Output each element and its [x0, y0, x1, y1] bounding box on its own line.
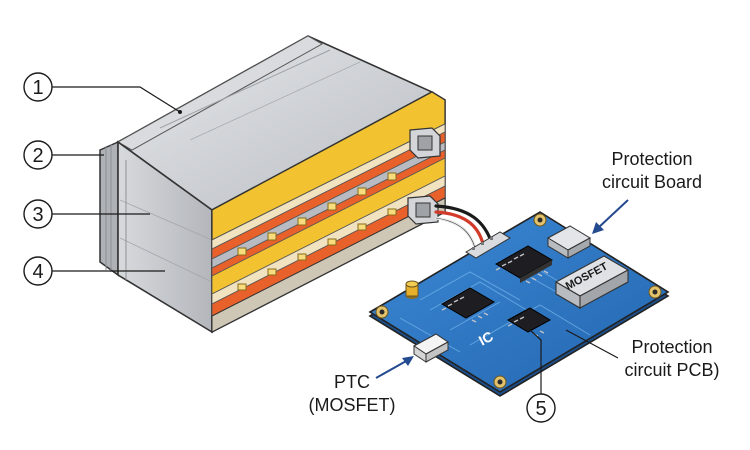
label-ptc: PTC (MOSFET) — [309, 356, 414, 415]
ic-chip-middle — [441, 287, 495, 323]
ptc-connector — [413, 333, 449, 363]
battery-pouch — [99, 35, 434, 334]
protection-board-line1: Protection — [611, 149, 692, 169]
callout-2: 2 — [23, 140, 104, 170]
label-protection-pcb: Protection circuit PCB) — [565, 329, 720, 380]
protection-board-line2: circuit Board — [602, 172, 702, 192]
callout-5: 5 — [526, 329, 556, 423]
callout-2-number: 2 — [32, 145, 43, 167]
battery-terminals — [407, 127, 441, 225]
label-protection-board: Protection circuit Board — [592, 149, 702, 234]
callout-5-number: 5 — [535, 398, 546, 420]
protection-pcb: MOSFET IC — [368, 211, 670, 397]
callout-4: 4 — [23, 256, 165, 286]
callout-3-number: 3 — [32, 204, 43, 226]
callout-1-number: 1 — [32, 77, 43, 99]
callout-3: 3 — [23, 199, 150, 229]
ic-chip-large — [494, 245, 554, 284]
protection-pcb-line2: circuit PCB) — [624, 360, 719, 380]
ptc-line2: (MOSFET) — [309, 395, 396, 415]
ptc-line1: PTC — [334, 372, 370, 392]
ic-marking: IC — [476, 328, 496, 349]
callout-4-number: 4 — [32, 261, 43, 283]
protection-module — [546, 225, 592, 259]
capacitor-component — [405, 280, 419, 299]
cell-layers — [211, 91, 446, 334]
protection-pcb-line1: Protection — [631, 337, 712, 357]
callout-1: 1 — [23, 72, 182, 114]
